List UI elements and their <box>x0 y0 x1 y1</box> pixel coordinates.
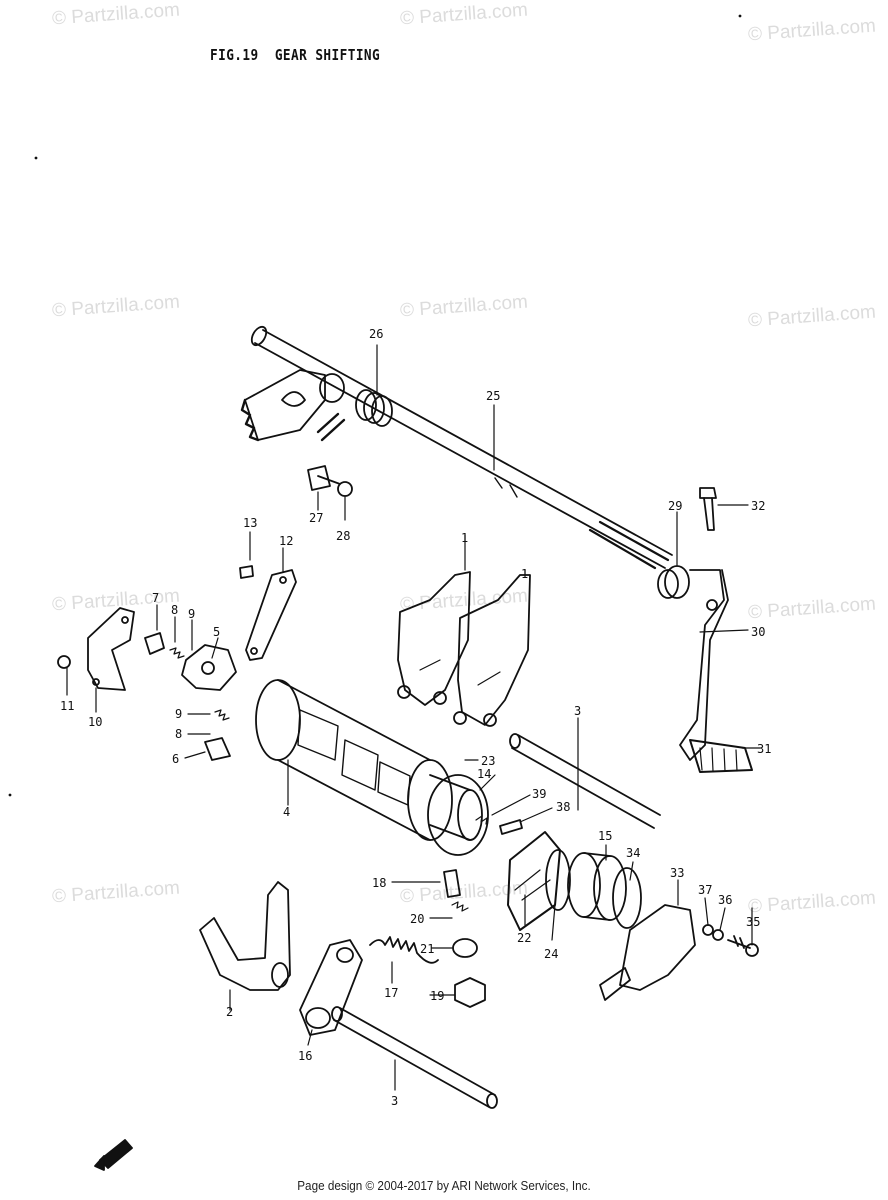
callout-4: 4 <box>283 805 290 819</box>
callout-22: 22 <box>517 931 531 945</box>
page-footer: Page design © 2004-2017 by ARI Network S… <box>297 1178 591 1193</box>
callout-leaders <box>66 344 761 1091</box>
callout-labels: 26 25 27 28 13 12 1 1 29 32 30 31 7 8 9 … <box>60 327 771 1108</box>
callout-5: 5 <box>213 625 220 639</box>
callout-16: 16 <box>298 1049 312 1063</box>
shift-arm <box>299 939 363 1036</box>
callout-24: 24 <box>544 947 558 961</box>
callout-17: 17 <box>384 986 398 1000</box>
gear-shift-stopper <box>57 607 135 691</box>
cam-driven-gear <box>507 831 571 931</box>
callout-10: 10 <box>88 715 102 729</box>
callout-3-second: 3 <box>391 1094 398 1108</box>
shift-cam-plate <box>239 565 297 661</box>
cam-bearing <box>567 852 642 929</box>
cam-stopper-plate <box>599 904 759 1001</box>
callout-8-second: 8 <box>175 727 182 741</box>
callout-37: 37 <box>698 883 712 897</box>
return-spring <box>316 389 393 442</box>
callout-9: 9 <box>188 607 195 621</box>
callout-39: 39 <box>532 787 546 801</box>
fork-shaft-upper <box>509 733 661 829</box>
callout-34: 34 <box>626 846 640 860</box>
figure-title: FIG.19 GEAR SHIFTING <box>210 46 380 64</box>
callout-3: 3 <box>574 704 581 718</box>
callout-1-second: 1 <box>521 567 528 581</box>
cam-circlip <box>427 774 489 856</box>
callout-7: 7 <box>152 591 159 605</box>
callout-13: 13 <box>243 516 257 530</box>
callout-21: 21 <box>420 942 434 956</box>
callout-18: 18 <box>372 876 386 890</box>
callout-29: 29 <box>668 499 682 513</box>
gear-shift-shaft <box>250 325 673 570</box>
callout-28: 28 <box>336 529 350 543</box>
callout-15: 15 <box>598 829 612 843</box>
gear-shift-lever <box>657 487 753 773</box>
callout-1: 1 <box>461 531 468 545</box>
callout-19: 19 <box>430 989 444 1003</box>
shift-fork-lower <box>199 881 291 991</box>
callout-38: 38 <box>556 800 570 814</box>
callout-9-second: 9 <box>175 707 182 721</box>
fork-shaft-lower <box>331 1006 498 1109</box>
callout-27: 27 <box>309 511 323 525</box>
shift-arm-sector <box>240 369 345 442</box>
callout-11: 11 <box>60 699 74 713</box>
callout-31: 31 <box>757 742 771 756</box>
callout-33: 33 <box>670 866 684 880</box>
figure-number: FIG.19 <box>210 46 259 64</box>
callout-30: 30 <box>751 625 765 639</box>
callout-6: 6 <box>172 752 179 766</box>
shift-fork-pair <box>397 571 531 727</box>
shift-pawl-assembly <box>144 632 237 761</box>
spring-stopper-bolt <box>307 465 353 497</box>
callout-23: 23 <box>481 754 495 768</box>
gear-shift-cam <box>255 679 483 841</box>
front-arrow-icon <box>94 1139 133 1171</box>
cam-pin <box>475 815 523 835</box>
callout-20: 20 <box>410 912 424 926</box>
callout-2: 2 <box>226 1005 233 1019</box>
neutral-stopper <box>443 869 486 1008</box>
callout-32: 32 <box>751 499 765 513</box>
callout-36: 36 <box>718 893 732 907</box>
pawl-spring <box>369 936 439 964</box>
callout-26: 26 <box>369 327 383 341</box>
callout-25: 25 <box>486 389 500 403</box>
callout-12: 12 <box>279 534 293 548</box>
callout-8: 8 <box>171 603 178 617</box>
callout-35: 35 <box>746 915 760 929</box>
callout-14: 14 <box>477 767 491 781</box>
figure-name: GEAR SHIFTING <box>274 46 381 64</box>
